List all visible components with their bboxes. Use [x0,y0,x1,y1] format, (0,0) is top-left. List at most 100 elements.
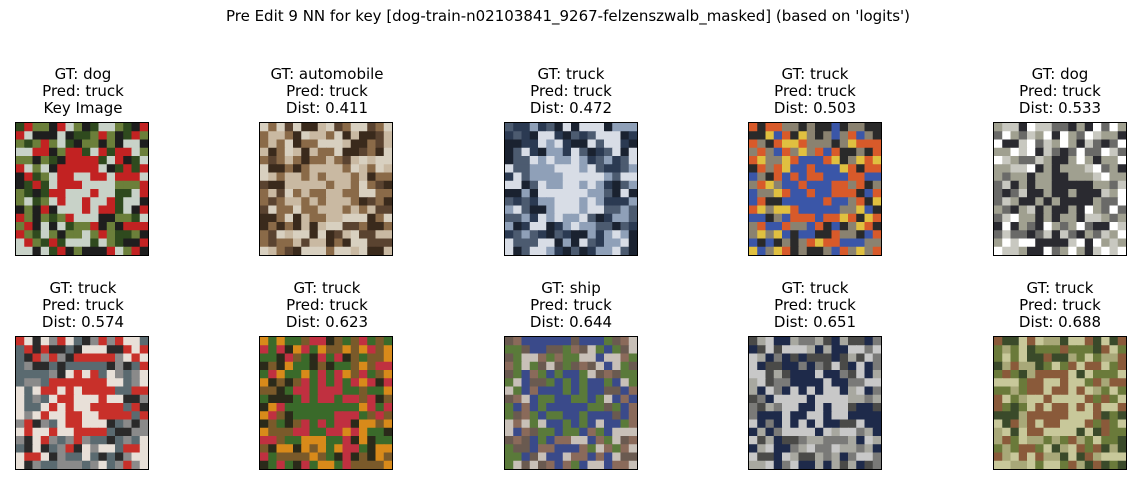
thumbnail-pixel [1018,460,1028,469]
thumbnail-pixel [562,197,572,207]
thumbnail-pixel [1010,205,1020,215]
thumbnail-pixel [1002,460,1012,469]
thumbnail-pixel [334,460,344,469]
thumbnail-pixel [513,394,523,404]
thumbnail-pixel [284,411,294,421]
thumbnail-pixel [505,436,514,445]
thumbnail-pixel [40,444,50,454]
thumbnail-pixel [1093,180,1102,190]
thumbnail-pixel [782,452,791,462]
thumbnail-pixel [749,378,758,388]
thumbnail-pixel [383,222,392,231]
thumbnail-pixel [40,345,50,355]
thumbnail-pixel [823,156,833,165]
thumbnail-pixel [1043,345,1053,355]
thumbnail-pixel [342,403,352,412]
thumbnail-pixel [831,452,841,462]
thumbnail-pixel [1076,444,1086,454]
thumbnail-pixel [309,378,319,388]
thumbnail-pixel [628,460,637,469]
thumbnail-pixel [538,370,547,379]
thumbnail-pixel [1109,164,1119,174]
thumbnail-pixel [864,139,874,149]
thumbnail-pixel [375,427,385,437]
thumbnail-pixel [587,189,597,198]
thumbnail-pixel [1002,386,1012,396]
thumbnail-pixel [1068,452,1078,462]
thumbnail-pixel [367,370,377,379]
thumbnail-pixel [806,164,816,174]
thumbnail-pixel [260,222,269,231]
thumbnail-pixel [359,213,368,223]
thumbnail-pixel [505,345,514,355]
thumbnail-pixel [831,370,841,379]
thumbnail-pixel [1101,411,1111,421]
thumbnail-pixel [595,164,605,174]
thumbnail-pixel [1051,156,1061,165]
thumbnail-pixel [612,386,622,396]
thumbnail-pixel [521,353,531,363]
thumbnail-pixel [1101,197,1111,207]
thumbnail-pixel [293,403,302,412]
thumbnail-pixel [98,452,108,462]
thumbnail-pixel [513,213,523,223]
thumbnail-pixel [383,452,392,462]
thumbnail-pixel [367,460,377,469]
thumbnail-pixel [1093,411,1102,421]
thumbnail-pixel [782,238,791,248]
thumbnail-pixel [131,172,141,182]
thumbnail-pixel [505,189,514,198]
thumbnail-pixel [82,394,91,404]
thumbnail-pixel [73,345,83,355]
thumbnail-pixel [529,164,539,174]
thumbnail-pixel [773,189,783,198]
thumbnail-pixel [579,386,589,396]
thumbnail-pixel [538,411,547,421]
thumbnail-pixel [571,197,580,207]
thumbnail-pixel [82,222,91,231]
thumbnail-pixel [872,427,881,437]
thumbnail-pixel [782,378,791,388]
thumbnail-pixel [872,238,881,248]
thumbnail-pixel [1060,156,1069,165]
thumbnail-pixel [994,147,1003,157]
thumbnail-pixel [994,131,1003,141]
thumbnail-pixel [367,131,377,141]
thumbnail-pixel [815,139,824,149]
thumbnail-pixel [24,370,34,379]
thumbnail-pixel [1051,238,1061,248]
thumbnail-pixel [49,370,58,379]
thumbnail-pixel [562,452,572,462]
thumbnail-pixel [40,230,50,240]
thumbnail-pixel [839,205,849,215]
thumbnail-pixel [856,436,866,445]
thumbnail-pixel [782,444,791,454]
thumbnail-pixel [806,213,816,223]
thumbnail-pixel [595,394,605,404]
thumbnail-pixel [40,156,50,165]
thumbnail-pixel [139,197,148,207]
thumbnail-pixel [595,419,605,429]
thumbnail-pixel [562,370,572,379]
thumbnail-pixel [628,386,637,396]
thumbnail-pixel [1043,180,1053,190]
thumbnail-pixel [546,394,556,404]
thumbnail-pixel [612,238,622,248]
thumbnail-pixel [131,139,141,149]
thumbnail-pixel [1076,403,1086,412]
thumbnail-pixel [317,238,327,248]
thumbnail-pixel [546,180,556,190]
thumbnail-pixel [765,156,775,165]
thumbnail-pixel [872,246,881,255]
thumbnail-pixel [293,131,302,141]
thumbnail-pixel [1068,205,1078,215]
thumbnail-pixel [782,147,791,157]
thumbnail-pixel [628,213,637,223]
thumbnail-pixel [521,172,531,182]
thumbnail-pixel [994,370,1003,379]
thumbnail-pixel [864,222,874,231]
thumbnail-pixel [848,230,857,240]
thumbnail-pixel [612,378,622,388]
thumbnail-pixel [562,131,572,141]
thumbnail-pixel [1117,353,1126,363]
